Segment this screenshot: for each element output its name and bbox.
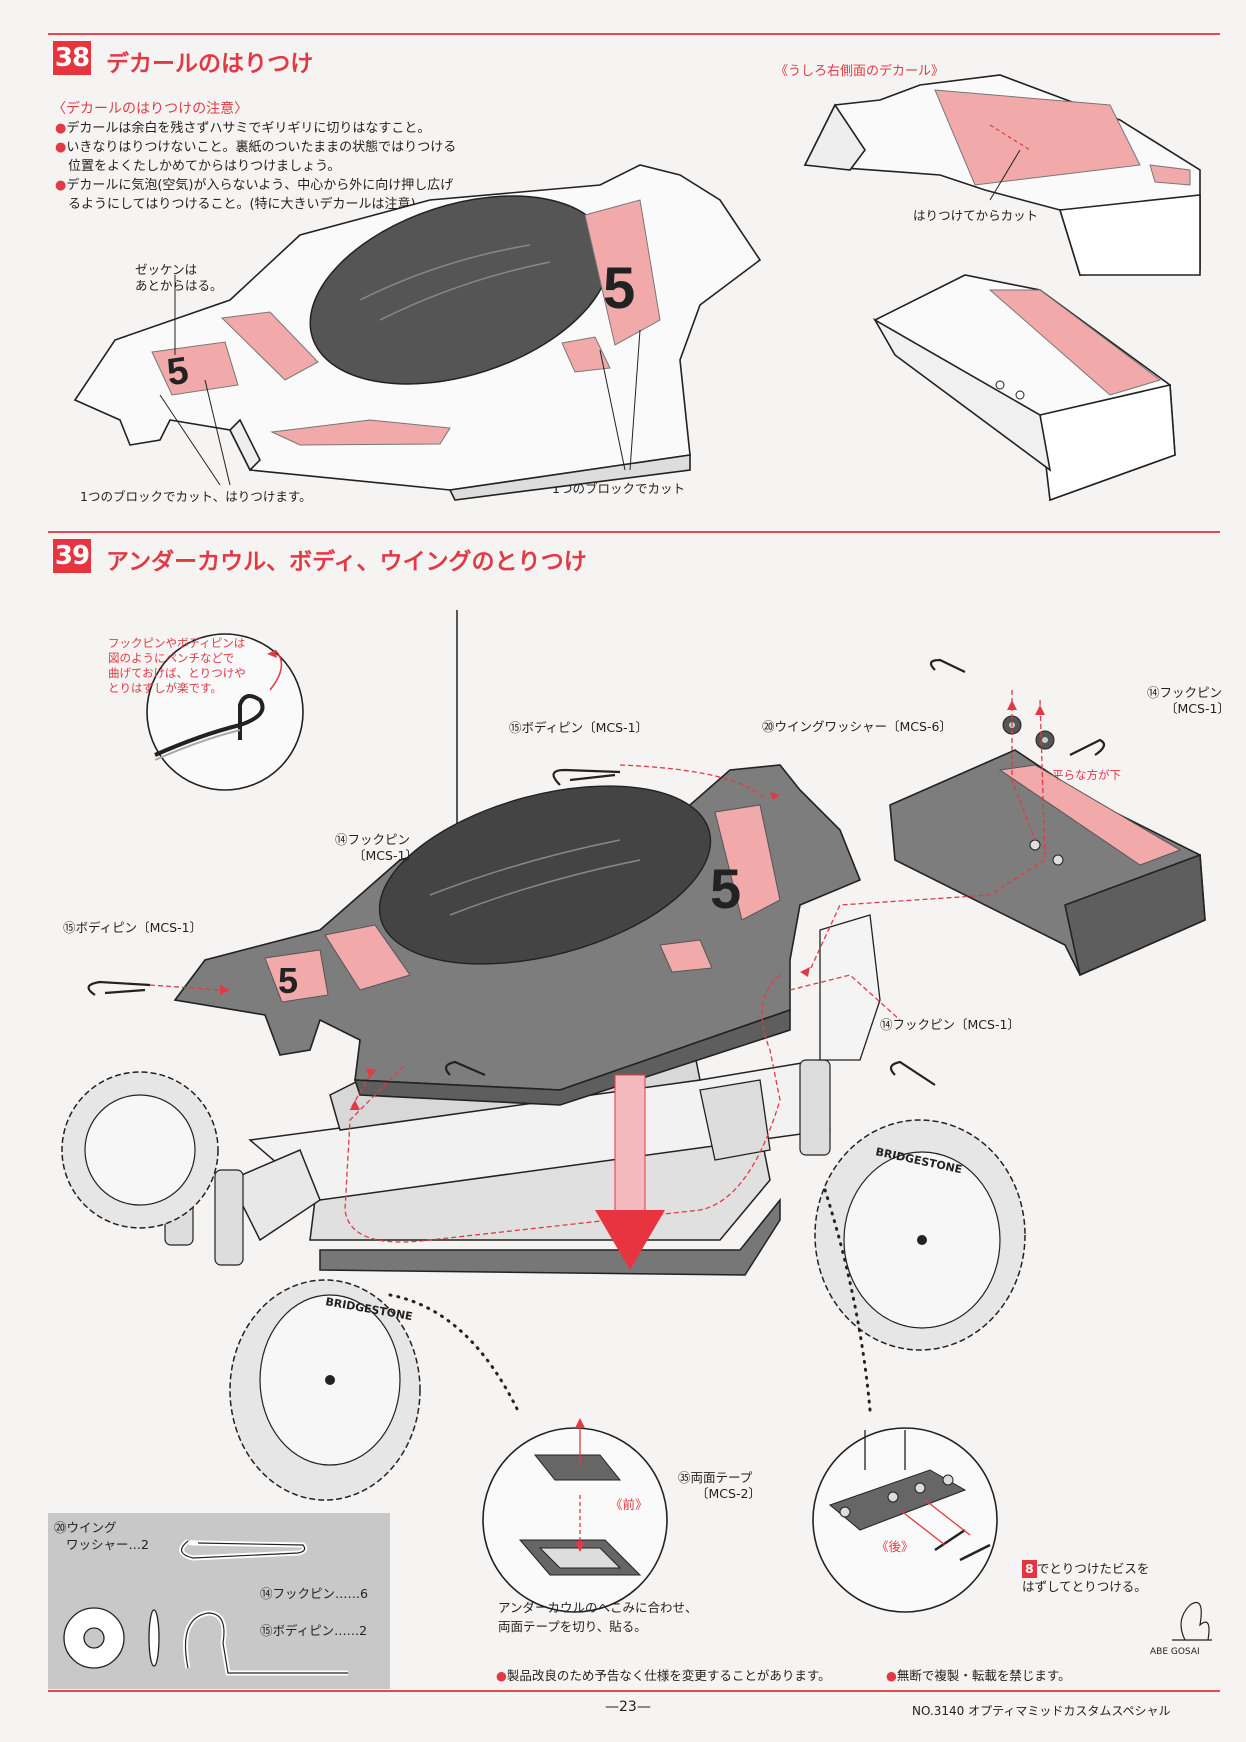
wing-washer-label: ⑳ウイングワッシャー〔MCS-6〕	[762, 719, 952, 734]
flat-side-down-label: 平らな方が下	[1052, 767, 1121, 783]
decal-notes: ●デカールは余白を残さずハサミでギリギリに切りはなすこと。 ●いきなりはりつけな…	[55, 119, 456, 214]
footer-note-2: ●無断で複製・転載を禁じます。	[886, 1668, 1071, 1683]
grey-race-number-front: 5	[278, 960, 298, 1001]
body-pin-top-label: ⑮ボディピン〔MCS-1〕	[509, 720, 649, 735]
decal-note-2: ●いきなりはりつけないこと。裏紙のついたままの状態ではりつける	[55, 140, 457, 155]
step-38-number: 38	[53, 41, 91, 75]
hook-pin-right-label: ⑭フックピン〔MCS-1〕	[880, 1017, 1020, 1032]
decal-notes-heading: 〈デカールのはりつけの注意〉	[52, 101, 249, 117]
step-8-ref: 8	[1022, 1560, 1037, 1578]
rear-mount-detail-circle	[812, 1427, 998, 1613]
tire-front-left	[61, 1071, 219, 1229]
red-guide-lines	[149, 690, 1046, 1243]
tire-front-right	[229, 1279, 421, 1501]
tip-circle	[146, 633, 304, 791]
decal-note-2b: 位置をよくたしかめてからはりつけましょう。	[68, 159, 341, 174]
model-name: NO.3140 オプティマミッドカスタムスペシャル	[912, 1704, 1171, 1718]
number-later-label: ゼッケンは あとからはる。	[135, 262, 223, 293]
flat-side-down-text: 平らな方が下	[1052, 768, 1121, 782]
parts-washer: ⑳ウイング ワッシャー…2	[54, 1520, 149, 1552]
mid-rule	[48, 531, 1220, 533]
grey-decal-patches	[264, 804, 781, 1003]
wing-drawing	[889, 749, 1206, 977]
under-cowl-instruction: アンダーカウルのへこみに合わせ、 両面テープを切り、貼る。	[498, 1600, 698, 1634]
grey-cockpit	[378, 785, 712, 965]
decal-note-3: ●デカールに気泡(空気)が入らないよう、中心から外に向け押し広げ	[55, 178, 454, 193]
rear-right-decal-label: 《うしろ右側面のデカール》	[775, 64, 945, 79]
tire-rear-right	[814, 1119, 1026, 1351]
rear-wing-drawing	[872, 274, 1176, 502]
parts-hook-pin: ⑭フックピン……6	[260, 1586, 368, 1601]
decal-note-3b: るようにしてはりつけること。(特に大きいデカールは注意)	[68, 197, 416, 212]
pins	[87, 658, 1106, 1086]
body-pin-left-label: ⑮ボディピン〔MCS-1〕	[63, 920, 203, 935]
parts-body-pin: ⑮ボディピン……2	[260, 1623, 368, 1638]
rear-label: 《後》	[876, 1539, 914, 1554]
bottom-rule	[48, 1690, 1220, 1692]
top-rule	[48, 33, 1220, 35]
decal-patches	[151, 199, 661, 446]
double-tape-label: ㉟両面テープ 〔MCS-2〕	[678, 1470, 761, 1501]
page-number: —23—	[605, 1699, 651, 1715]
hook-pin-top-label: ⑭フックピン 〔MCS-1〕	[1147, 685, 1230, 716]
step-39-number: 39	[53, 539, 91, 573]
step-38-title: デカールのはりつけ	[106, 51, 314, 77]
cut-after-label: はりつけてからカット	[913, 208, 1039, 223]
logo-text: ABE GOSAI	[1150, 1647, 1200, 1657]
race-number-side: 5	[603, 256, 635, 321]
parts-list-box: ⑳ウイング ワッシャー…2 ⑭フックピン……6 ⑮ボディピン……2	[48, 1513, 390, 1689]
step-39-title: アンダーカウル、ボディ、ウイングのとりつけ	[106, 549, 587, 575]
tip-text: フックピンやボディピンは 図のようにペンチなどで 曲げておけば、とりつけや とり…	[108, 636, 246, 695]
cut-and-stick-label: 1つのブロックでカット、はりつけます。	[80, 489, 312, 504]
parts-illustration	[63, 1539, 348, 1676]
decal-note-1: ●デカールは余白を残さずハサミでギリギリに切りはなすこと。	[55, 121, 431, 136]
cut-block-label: 1つのブロックでカット	[552, 481, 685, 496]
hook-pin-mid-label: ⑭フックピン 〔MCS-1〕	[335, 832, 418, 863]
body-down-arrow-shaft	[614, 1074, 646, 1216]
grey-race-number-side: 5	[710, 857, 741, 920]
front-label: 《前》	[610, 1497, 648, 1512]
footer-note-1: ●製品改良のため予告なく仕様を変更することがあります。	[496, 1668, 831, 1683]
